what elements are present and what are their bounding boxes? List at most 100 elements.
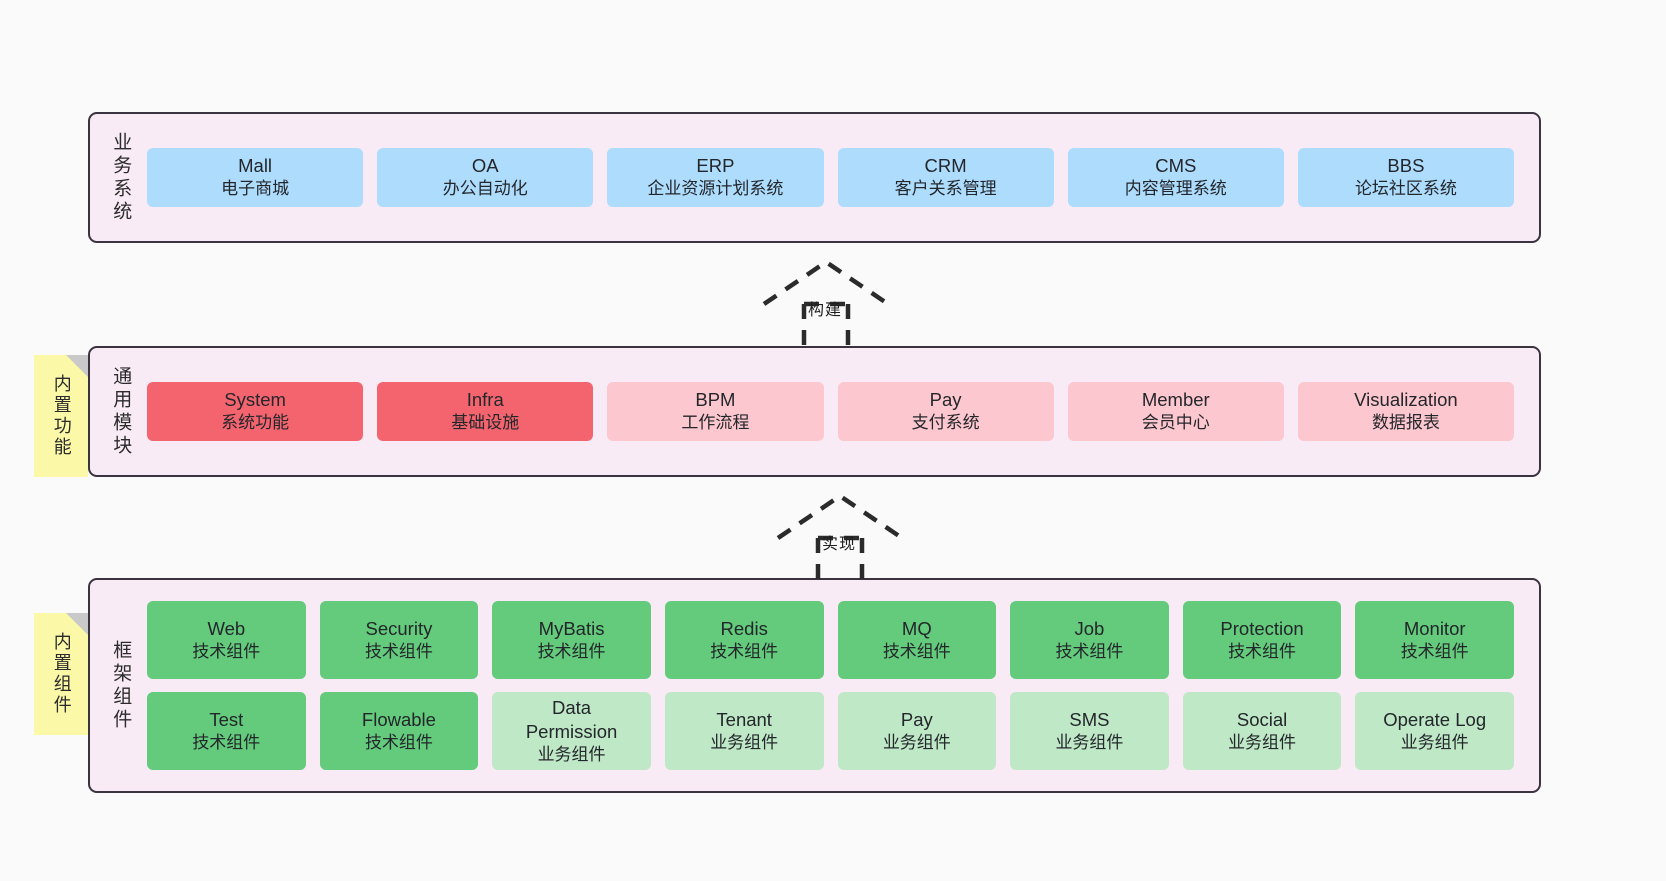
node-tenant[interactable]: Tenant 业务组件 [664,692,824,770]
node-title: Web [207,617,246,639]
sticky-note-builtin-components: 内置组件 [34,613,88,735]
node-cell: BBS 论坛社区系统 [1291,148,1521,207]
sticky-fold-corner-icon [66,613,88,635]
node-cms[interactable]: CMS 内容管理系统 [1067,148,1284,207]
node-oa[interactable]: OA 办公自动化 [377,148,594,207]
node-cell: Web 技术组件 [140,601,313,679]
layer-framework-components: 框架组件 Web 技术组件 Security 技术组件 [88,578,1541,793]
node-title: Member [1141,389,1210,411]
node-infra[interactable]: Infra 基础设施 [377,382,594,441]
node-mq[interactable]: MQ 技术组件 [837,601,997,679]
node-cell: Social 业务组件 [1176,692,1349,770]
node-cell: Infra 基础设施 [370,382,600,441]
node-subtitle: 会员中心 [1141,413,1210,433]
node-title: Visualization [1354,389,1458,411]
sticky-note-builtin-functions: 内置功能 [34,355,88,477]
node-protection[interactable]: Protection 技术组件 [1182,601,1342,679]
node-sms[interactable]: SMS 业务组件 [1010,692,1169,770]
node-bbs[interactable]: BBS 论坛社区系统 [1297,148,1515,207]
node-subtitle: 工作流程 [681,413,750,433]
node-subtitle: 业务组件 [1228,732,1297,752]
node-title: MQ [901,617,932,639]
connector-implement-label: 实现 [822,536,857,553]
node-cell: Pay 支付系统 [831,382,1061,441]
node-cell: Monitor 技术组件 [1348,601,1521,679]
node-cell: Protection 技术组件 [1176,601,1349,679]
node-title: ERP [696,155,735,177]
node-pay-component[interactable]: Pay 业务组件 [837,692,997,770]
node-data-permission[interactable]: Data Permission 业务组件 [492,692,651,770]
sticky-fold-corner-icon [66,355,88,377]
node-subtitle: 技术组件 [192,732,261,752]
node-redis[interactable]: Redis 技术组件 [664,601,824,679]
node-title: Tenant [716,708,772,730]
node-title: CMS [1155,155,1197,177]
node-title: Redis [720,617,768,639]
node-cell: Security 技术组件 [313,601,486,679]
connector-build: 构建 [756,258,946,348]
node-subtitle: 技术组件 [192,641,261,661]
node-erp[interactable]: ERP 企业资源计划系统 [607,148,824,207]
node-subtitle: 业务组件 [882,732,951,752]
node-title: MyBatis [538,617,605,639]
node-subtitle: 技术组件 [710,641,779,661]
node-cell: BPM 工作流程 [600,382,830,441]
connector-implement: 实现 [770,492,960,582]
layer-common-modules: 通用模块 System 系统功能 Infra 基础设施 [88,346,1541,477]
node-subtitle: 基础设施 [451,413,520,433]
node-subtitle: 内容管理系统 [1124,179,1227,199]
node-cell: Tenant 业务组件 [658,692,831,770]
node-title: Test [209,708,244,730]
node-member[interactable]: Member 会员中心 [1067,382,1284,441]
node-subtitle: 业务组件 [1055,732,1124,752]
node-subtitle: 技术组件 [1055,641,1124,661]
node-title: Job [1074,617,1105,639]
node-flowable[interactable]: Flowable 技术组件 [319,692,479,770]
node-cell: Pay 业务组件 [831,692,1004,770]
node-subtitle: 电子商城 [221,179,290,199]
node-subtitle: 支付系统 [911,413,980,433]
sticky-note-label: 内置组件 [51,632,72,716]
business-systems-row: Mall 电子商城 OA 办公自动化 ERP 企业资源计划系统 [140,148,1521,207]
node-job[interactable]: Job 技术组件 [1010,601,1169,679]
node-monitor[interactable]: Monitor 技术组件 [1355,601,1514,679]
node-cell: Data Permission 业务组件 [485,692,658,770]
node-title: OA [471,155,499,177]
sticky-note-label: 内置功能 [51,374,72,458]
common-modules-row: System 系统功能 Infra 基础设施 BPM 工作流程 [140,382,1521,441]
node-test[interactable]: Test 技术组件 [147,692,306,770]
node-subtitle: 业务组件 [710,732,779,752]
node-social[interactable]: Social 业务组件 [1182,692,1342,770]
node-title: Protection [1220,617,1304,639]
node-cell: Member 会员中心 [1061,382,1291,441]
node-title: Pay [929,389,962,411]
node-visualization[interactable]: Visualization 数据报表 [1297,382,1515,441]
node-pay-module[interactable]: Pay 支付系统 [837,382,1054,441]
node-title: Social [1236,708,1288,730]
node-cell: CMS 内容管理系统 [1061,148,1291,207]
node-subtitle: 技术组件 [364,732,433,752]
node-subtitle: 技术组件 [1400,641,1469,661]
node-cell: Flowable 技术组件 [313,692,486,770]
node-title: Flowable [361,708,436,730]
node-subtitle: 技术组件 [537,641,606,661]
node-bpm[interactable]: BPM 工作流程 [607,382,824,441]
node-mall[interactable]: Mall 电子商城 [147,148,364,207]
node-cell: MyBatis 技术组件 [485,601,658,679]
node-cell: Redis 技术组件 [658,601,831,679]
node-system[interactable]: System 系统功能 [147,382,364,441]
layer-framework-components-title: 框架组件 [110,639,132,732]
node-subtitle: 数据报表 [1371,413,1440,433]
node-security[interactable]: Security 技术组件 [319,601,479,679]
node-title: BPM [695,389,736,411]
node-title: BBS [1387,155,1425,177]
node-operate-log[interactable]: Operate Log 业务组件 [1355,692,1514,770]
node-crm[interactable]: CRM 客户关系管理 [837,148,1054,207]
node-web[interactable]: Web 技术组件 [147,601,306,679]
node-title: CRM [924,155,967,177]
node-mybatis[interactable]: MyBatis 技术组件 [492,601,651,679]
layer-common-modules-title: 通用模块 [110,365,132,458]
connector-build-label: 构建 [808,302,843,319]
node-cell: SMS 业务组件 [1003,692,1176,770]
node-subtitle: 业务组件 [1400,732,1469,752]
